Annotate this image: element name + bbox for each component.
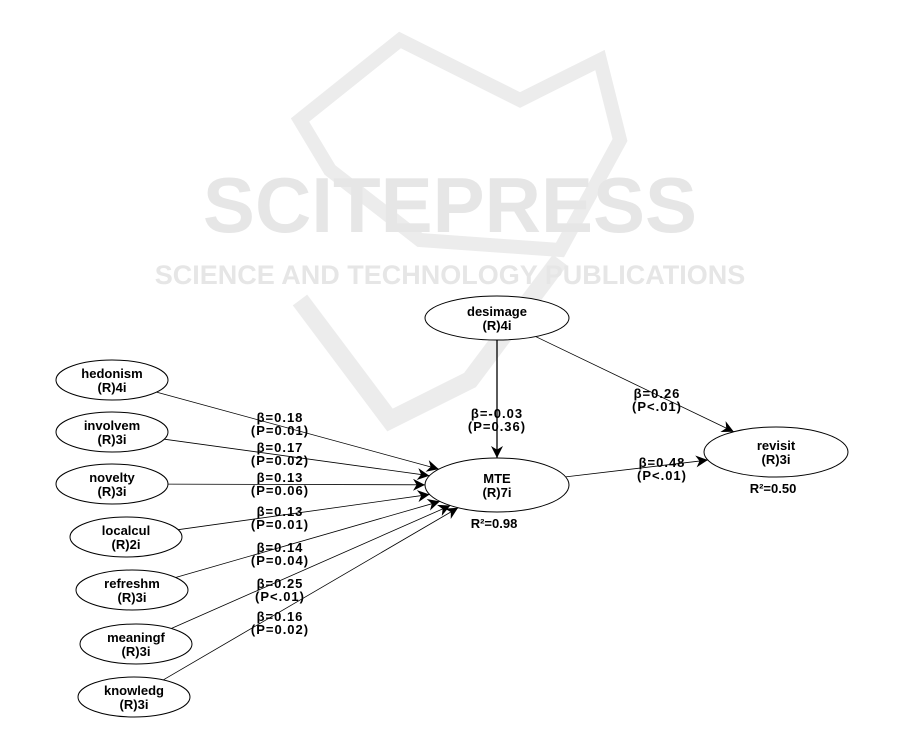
node-indicators: (R)4i [98,380,127,395]
node-name: revisit [757,438,796,453]
beta-label-MTE-revisit: β=0.48 [639,455,686,470]
node-ellipse [703,426,849,478]
beta-label-refreshm-MTE: β=0.14 [257,540,304,555]
node-name: refreshm [104,576,160,591]
node-ellipse [69,516,183,558]
r-squared-label: R²=0.98 [471,516,518,531]
node-name: involvem [84,418,140,433]
p-label-refreshm-MTE: (P=0.04) [251,553,309,568]
beta-label-localcul-MTE: β=0.13 [257,504,304,519]
node-name: knowledg [104,683,164,698]
p-label-hedonism-MTE: (P=0.01) [251,423,309,438]
node-indicators: (R)3i [98,484,127,499]
node-indicators: (R)4i [483,318,512,333]
path-arrow-localcul-MTE [178,490,430,531]
path-arrow-hedonism-MTE [156,391,439,472]
node-name: meaningf [107,630,165,645]
node-ellipse [55,359,169,401]
r-squared-label: R²=0.50 [750,481,797,496]
path-arrow-MTE-revisit [565,455,708,478]
node-indicators: (R)3i [98,432,127,447]
node-name: desimage [467,304,527,319]
node-indicators: (R)3i [118,590,147,605]
watermark: SCITEPRESS SCIENCE AND TECHNOLOGY PUBLIC… [155,31,746,432]
p-label-meaningf-MTE: (P<.01) [255,589,305,604]
node-ellipse [424,457,570,513]
p-label-localcul-MTE: (P=0.01) [251,517,309,532]
beta-label-hedonism-MTE: β=0.18 [257,410,304,425]
node-indicators: (R)3i [120,697,149,712]
path-arrow-involvem-MTE [164,438,430,481]
beta-label-knowledg-MTE: β=0.16 [257,609,304,624]
p-label-knowledg-MTE: (P=0.02) [251,622,309,637]
path-arrow-novelty-MTE [167,478,426,491]
node-ellipse [77,676,191,718]
node-meaningf: meaningf(R)3i [79,623,193,665]
node-indicators: (R)2i [112,537,141,552]
p-label-novelty-MTE: (P=0.06) [251,483,309,498]
watermark-title: SCITEPRESS [203,161,697,249]
node-desimage: desimage(R)4i [424,295,570,341]
node-indicators: (R)3i [122,644,151,659]
node-ellipse [55,411,169,453]
node-name: MTE [483,471,511,486]
p-label-MTE-revisit: (P<.01) [637,468,687,483]
watermark-subtitle: SCIENCE AND TECHNOLOGY PUBLICATIONS [155,260,746,290]
p-label-desimage-revisit: (P<.01) [632,399,682,414]
beta-label-novelty-MTE: β=0.13 [257,470,304,485]
node-hedonism: hedonism(R)4i [55,359,169,401]
node-ellipse [75,569,189,611]
node-name: novelty [89,470,135,485]
node-involvem: involvem(R)3i [55,411,169,453]
node-name: hedonism [81,366,142,381]
beta-label-meaningf-MTE: β=0.25 [257,576,304,591]
node-novelty: novelty(R)3i [55,463,169,505]
path-arrow-desimage-revisit [535,336,734,433]
node-knowledg: knowledg(R)3i [77,676,191,718]
beta-label-involvem-MTE: β=0.17 [257,440,304,455]
node-ellipse [79,623,193,665]
node-localcul: localcul(R)2i [69,516,183,558]
node-indicators: (R)7i [483,485,512,500]
node-refreshm: refreshm(R)3i [75,569,189,611]
path-arrow-refreshm-MTE [175,498,440,578]
node-ellipse [424,295,570,341]
path-arrow-knowledg-MTE [163,507,459,681]
p-label-involvem-MTE: (P=0.02) [251,453,309,468]
node-ellipse [55,463,169,505]
node-name: localcul [102,523,150,538]
beta-label-desimage-MTE: β=-0.03 [471,406,523,421]
beta-label-desimage-revisit: β=0.26 [634,386,681,401]
p-label-desimage-MTE: (P=0.36) [468,419,526,434]
path-arrow-meaningf-MTE [171,504,451,629]
node-indicators: (R)3i [762,452,791,467]
